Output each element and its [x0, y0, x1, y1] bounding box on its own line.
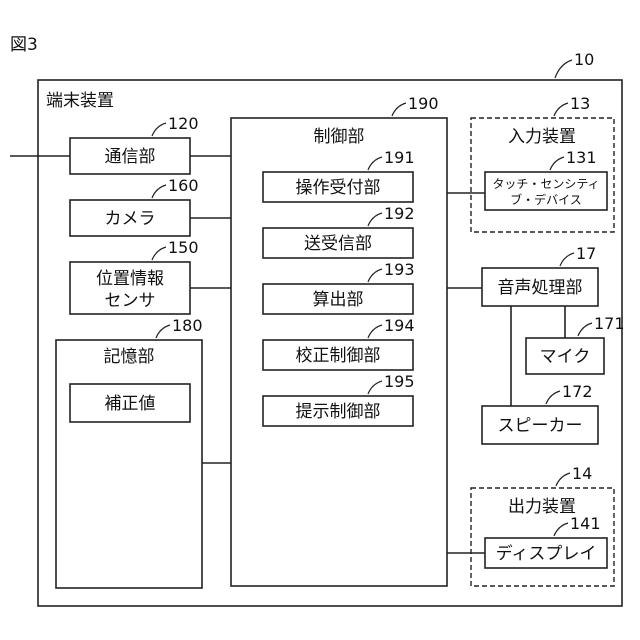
display-label: ディスプレイ — [496, 543, 597, 564]
control-ref: 190 — [408, 94, 439, 113]
storage-unit-label: 記憶部 — [104, 347, 155, 367]
calibration-control-unit-label: 校正制御部 — [296, 346, 381, 366]
speaker-ref: 172 — [562, 382, 593, 401]
speaker-label: スピーカー — [498, 416, 583, 436]
touch-sensitive-device-label-line1: タッチ・センシティ — [492, 177, 599, 191]
communication-unit-label: 通信部 — [105, 147, 156, 167]
output-device-ref: 14 — [572, 464, 592, 483]
unit192-ref: 192 — [384, 204, 415, 223]
storage-unit-box — [56, 340, 202, 588]
storage-ref: 180 — [172, 316, 203, 335]
position-sensor-ref: 150 — [168, 238, 199, 257]
transmission-reception-unit-label: 送受信部 — [304, 234, 372, 254]
position-sensor-label-line1: 位置情報 — [96, 269, 164, 289]
terminal-device-label: 端末装置 — [46, 91, 114, 111]
touch-ref: 131 — [566, 148, 597, 167]
control-unit-label: 制御部 — [314, 127, 365, 147]
audio-ref: 17 — [576, 244, 596, 263]
mic-ref: 171 — [594, 314, 625, 333]
input-device-label: 入力装置 — [508, 127, 576, 147]
display-ref: 141 — [570, 514, 601, 533]
operation-reception-unit-label: 操作受付部 — [296, 178, 381, 198]
input-device-ref: 13 — [570, 94, 590, 113]
touch-sensitive-device-label-line2: ブ・デバイス — [510, 192, 582, 207]
calculation-unit-label: 算出部 — [313, 290, 364, 310]
camera-label: カメラ — [105, 209, 156, 229]
unit195-ref: 195 — [384, 372, 415, 391]
unit193-ref: 193 — [384, 260, 415, 279]
microphone-label: マイク — [540, 347, 591, 367]
position-sensor-label-line2: センサ — [105, 291, 156, 311]
camera-ref: 160 — [168, 176, 199, 195]
terminal-ref-leader — [555, 60, 572, 78]
communication-ref: 120 — [168, 114, 199, 133]
unit194-ref: 194 — [384, 316, 415, 335]
correction-value-label: 補正値 — [105, 394, 156, 414]
presentation-control-unit-label: 提示制御部 — [296, 402, 381, 422]
audio-processing-unit-label: 音声処理部 — [498, 278, 583, 298]
terminal-ref: 10 — [574, 50, 594, 69]
output-device-label: 出力装置 — [508, 497, 576, 517]
unit191-ref: 191 — [384, 148, 415, 167]
figure-label: 図3 — [10, 35, 38, 55]
